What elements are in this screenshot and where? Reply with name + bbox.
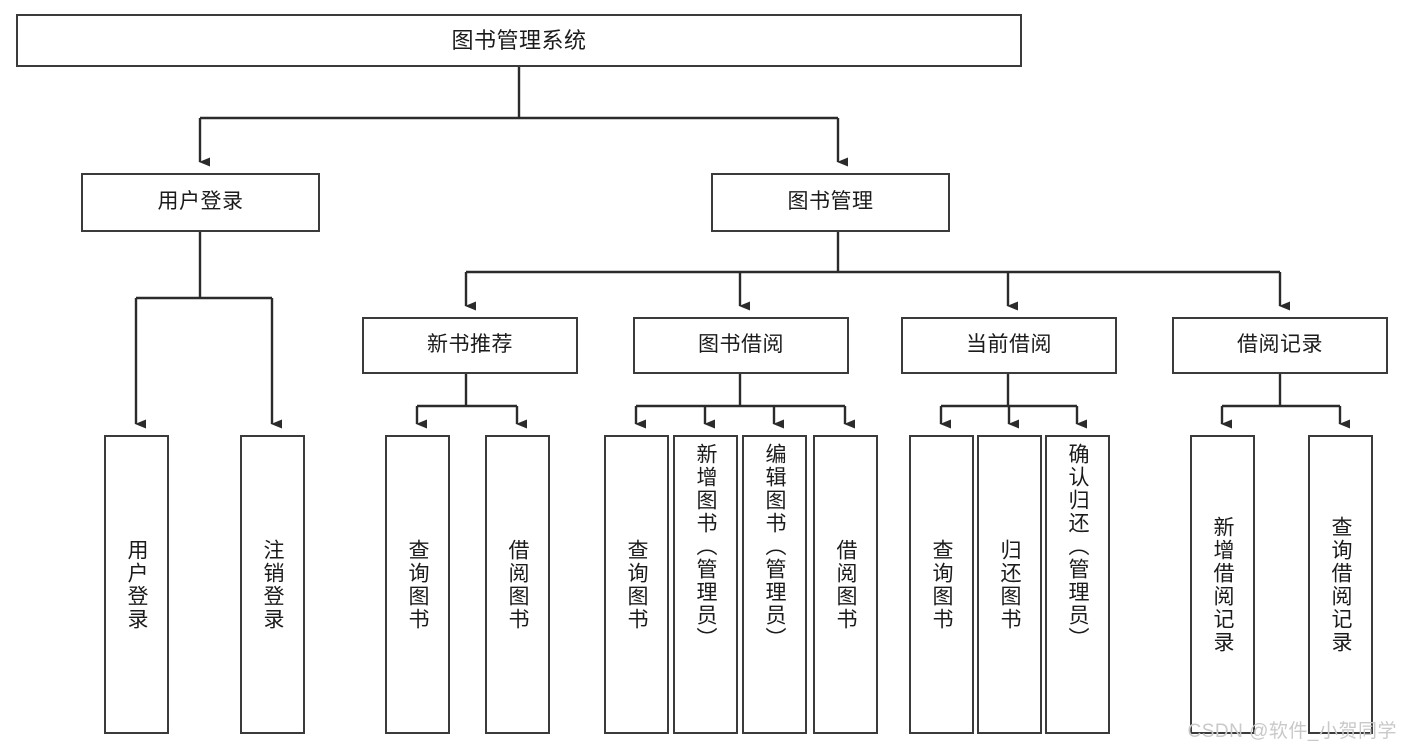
node-label: 用户登录 (125, 538, 148, 631)
node-leaf-add-book-admin[interactable]: 新增图书（管理员） (673, 435, 738, 734)
node-label: 编辑图书（管理员） (763, 443, 786, 650)
node-label: 归还图书 (998, 538, 1021, 631)
node-label: 当前借阅 (966, 333, 1052, 357)
node-leaf-return-book[interactable]: 归还图书 (977, 435, 1042, 734)
node-leaf-add-borrow-record[interactable]: 新增借阅记录 (1190, 435, 1255, 734)
node-label: 注销登录 (261, 538, 284, 631)
node-leaf-query-book-newbook[interactable]: 查询图书 (385, 435, 450, 734)
node-borrow-records[interactable]: 借阅记录 (1172, 317, 1388, 374)
node-label: 新增借阅记录 (1211, 515, 1234, 654)
node-label: 图书管理系统 (451, 27, 587, 53)
node-label: 图书借阅 (698, 333, 784, 357)
node-label: 新书推荐 (427, 333, 513, 357)
node-new-book-recommendation[interactable]: 新书推荐 (362, 317, 578, 374)
node-leaf-borrow-book[interactable]: 借阅图书 (813, 435, 878, 734)
node-book-management[interactable]: 图书管理 (711, 173, 950, 232)
node-label: 确认归还（管理员） (1066, 443, 1089, 650)
node-root-book-management-system[interactable]: 图书管理系统 (16, 14, 1022, 67)
node-leaf-logout[interactable]: 注销登录 (240, 435, 305, 734)
node-leaf-confirm-return-admin[interactable]: 确认归还（管理员） (1045, 435, 1110, 734)
node-label: 新增图书（管理员） (694, 443, 717, 650)
node-user-login[interactable]: 用户登录 (81, 173, 320, 232)
node-leaf-user-login[interactable]: 用户登录 (104, 435, 169, 734)
node-current-borrowing[interactable]: 当前借阅 (901, 317, 1117, 374)
node-leaf-edit-book-admin[interactable]: 编辑图书（管理员） (742, 435, 807, 734)
node-leaf-query-borrow-record[interactable]: 查询借阅记录 (1308, 435, 1373, 734)
node-leaf-query-book-borrow[interactable]: 查询图书 (604, 435, 669, 734)
node-label: 借阅记录 (1237, 333, 1323, 357)
node-book-borrowing[interactable]: 图书借阅 (633, 317, 849, 374)
node-label: 查询借阅记录 (1329, 515, 1352, 654)
node-label: 借阅图书 (834, 538, 857, 631)
node-leaf-borrow-book-newbook[interactable]: 借阅图书 (485, 435, 550, 734)
node-label: 用户登录 (157, 190, 244, 214)
node-leaf-query-book-current[interactable]: 查询图书 (909, 435, 974, 734)
node-label: 查询图书 (930, 538, 953, 631)
node-label: 查询图书 (406, 538, 429, 631)
watermark-text: CSDN @软件_小贺同学 (1187, 721, 1397, 742)
node-label: 图书管理 (787, 190, 874, 214)
node-label: 借阅图书 (506, 538, 529, 631)
node-label: 查询图书 (625, 538, 648, 631)
